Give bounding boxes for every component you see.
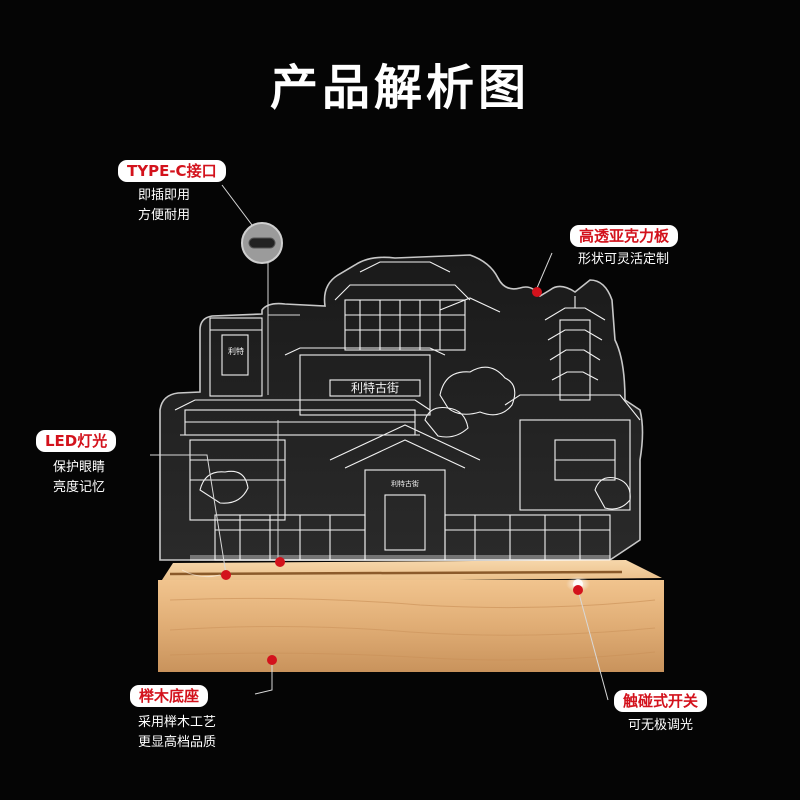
gate-sign-text: 利特古街 <box>391 479 419 488</box>
building-lineart <box>174 261 641 561</box>
led-desc-line-1: 保护眼睛 <box>53 460 106 475</box>
hall-sign-text: 利特古街 <box>351 380 399 395</box>
switch-dot-icon <box>573 585 583 595</box>
led-desc: 保护眼睛 亮度记忆 <box>53 458 105 498</box>
tag-base: 榉木底座 <box>130 685 209 707</box>
acrylic-plate <box>159 254 644 561</box>
led-leader-line <box>150 454 227 575</box>
wooden-base <box>158 560 664 672</box>
switch-leader-line <box>577 589 609 701</box>
base-desc-line-1: 采用榉木工艺 <box>138 715 217 730</box>
acrylic-desc: 形状可灵活定制 <box>578 252 670 267</box>
page-title: 产品解析图 <box>269 60 530 116</box>
tag-switch: 触碰式开关 <box>614 690 708 712</box>
led-desc-line-2: 亮度记忆 <box>53 480 106 495</box>
tag-acrylic: 高透亚克力板 <box>570 225 679 247</box>
type-c-desc: 即插即用 方便耐用 <box>138 186 190 226</box>
base-desc-line-2: 更显高档品质 <box>138 735 217 750</box>
base-leader-line <box>254 663 273 695</box>
base-dot-icon <box>267 655 277 665</box>
tag-type-c: TYPE-C接口 <box>118 160 226 182</box>
type-c-port-icon <box>241 222 283 264</box>
type-c-desc-line-1: 即插即用 <box>138 188 191 203</box>
base-desc: 采用榉木工艺 更显高档品质 <box>138 713 216 753</box>
tower-sign-text: 利特 <box>228 346 244 356</box>
switch-desc: 可无极调光 <box>628 718 694 733</box>
led-dot-2-icon <box>275 557 285 567</box>
type-c-leader-line <box>221 184 253 226</box>
tag-led: LED灯光 <box>36 430 117 452</box>
led-dot-icon <box>221 570 231 580</box>
acrylic-dot-icon <box>532 287 542 297</box>
led-glow <box>190 555 610 561</box>
type-c-desc-line-2: 方便耐用 <box>138 208 191 223</box>
acrylic-leader-line <box>536 252 553 289</box>
